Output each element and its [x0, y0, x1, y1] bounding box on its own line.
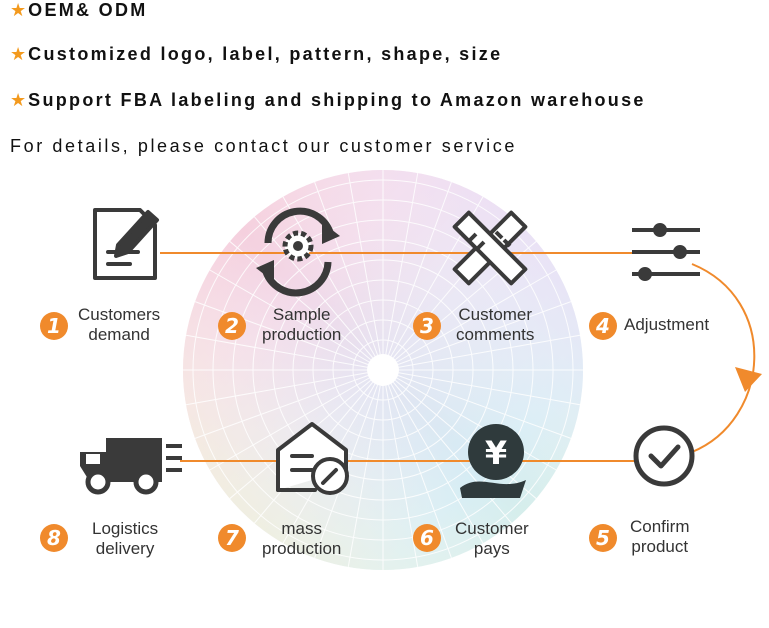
step-2-number: 2 [218, 312, 246, 340]
step-label-line: pays [473, 539, 510, 558]
step-label-line: production [262, 325, 342, 344]
step-label-line: comments [456, 325, 535, 344]
step-label-line: mass [281, 519, 322, 538]
step-label-line: Customer [458, 305, 533, 324]
step-7-number: 7 [218, 524, 246, 552]
factory-wrench-icon [276, 422, 349, 495]
step-4-number: 4 [589, 312, 617, 340]
truck-icon [80, 438, 182, 495]
step-label-line: Confirm [630, 517, 690, 536]
svg-text:¥: ¥ [485, 434, 507, 472]
step-label-line: Customer [455, 519, 529, 538]
step-label-line: Logistics [92, 519, 159, 538]
step-label-line: delivery [95, 539, 155, 558]
step-label-line: production [262, 539, 342, 558]
step-8-number: 8 [40, 524, 68, 552]
star-icon: ★ [10, 0, 27, 20]
flow-lines [160, 252, 762, 462]
flow-arrow-icon [735, 367, 762, 392]
gear-cycle-icon [256, 207, 340, 297]
step-3-label: Customer comments [456, 305, 534, 345]
step-4-label: Adjustment [624, 315, 709, 335]
sliders-icon [632, 223, 700, 281]
feature-oem-odm: ★OEM& ODM [10, 0, 148, 21]
contact-note: For details, please contact our customer… [10, 136, 517, 156]
step-1-number: 1 [40, 312, 68, 340]
star-icon: ★ [10, 90, 27, 110]
step-5-number: 5 [589, 524, 617, 552]
step-label-line: demand [88, 325, 150, 344]
yen-hand-icon: ¥ [460, 424, 526, 498]
check-circle-icon [633, 425, 695, 487]
feature-text: Customized logo, label, pattern, shape, … [28, 44, 503, 64]
feature-fba: ★Support FBA labeling and shipping to Am… [10, 90, 646, 111]
step-1-label: Customers demand [78, 305, 160, 345]
step-label-line: Customers [78, 305, 161, 324]
step-2-label: Sample production [262, 305, 341, 345]
feature-text: OEM& ODM [28, 0, 148, 20]
step-label-line: product [631, 537, 689, 556]
step-label-line: Sample [272, 305, 331, 324]
star-icon: ★ [10, 44, 27, 64]
step-3-number: 3 [413, 312, 441, 340]
document-edit-icon [93, 208, 159, 280]
step-label-line: Adjustment [624, 315, 710, 334]
feature-customization: ★Customized logo, label, pattern, shape,… [10, 44, 502, 65]
step-6-number: 6 [413, 524, 441, 552]
step-6-label: Customer pays [455, 519, 529, 559]
feature-text: Support FBA labeling and shipping to Ama… [28, 90, 646, 110]
step-7-label: mass production [262, 519, 341, 559]
step-8-label: Logistics delivery [92, 519, 158, 559]
ruler-pencil-icon [452, 210, 528, 286]
step-5-label: Confirm product [630, 517, 690, 557]
